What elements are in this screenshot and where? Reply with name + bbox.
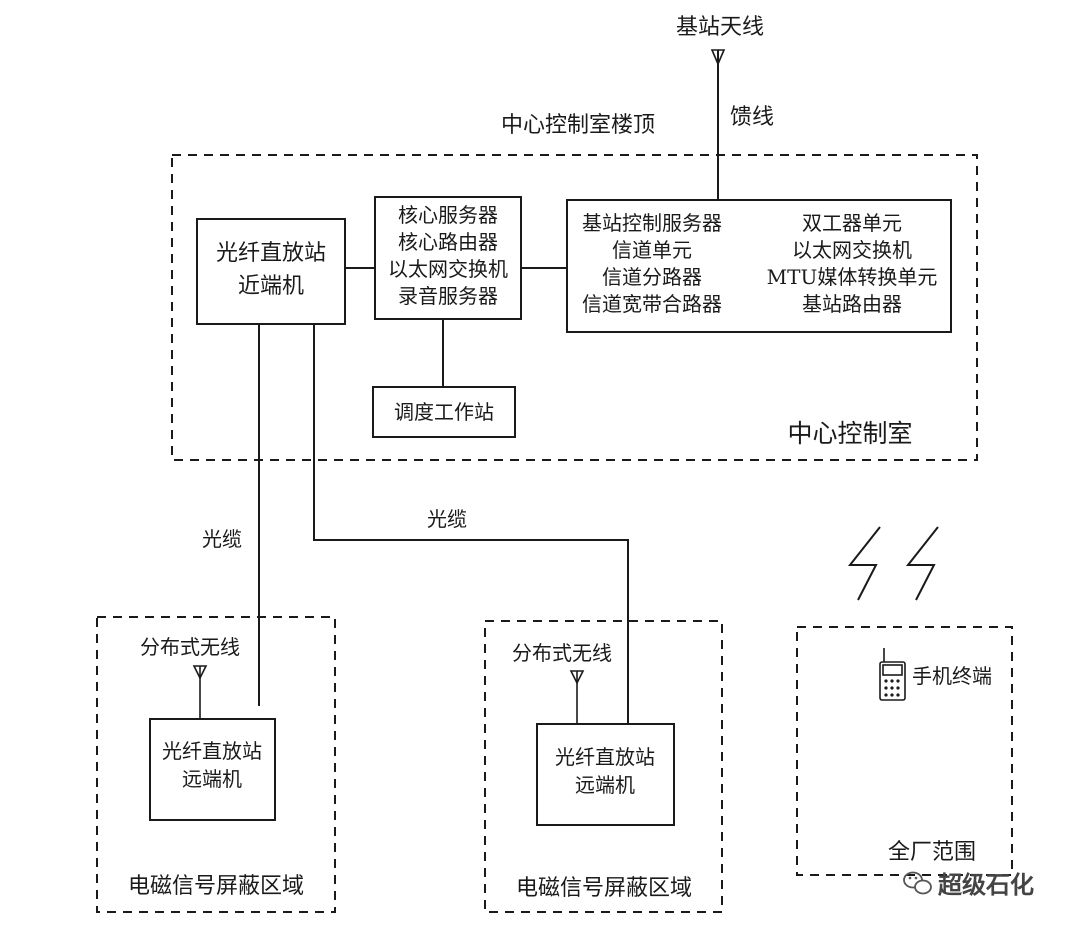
shield-zone-1 bbox=[96, 616, 336, 913]
optical-cable-mid bbox=[313, 324, 629, 724]
terminal-label: 手机终端 bbox=[912, 664, 992, 688]
bs-item-left: 信道单元 bbox=[612, 238, 692, 262]
repeater-far-box-2: 光纤直放站 远端机 bbox=[536, 723, 675, 826]
core-item: 录音服务器 bbox=[398, 284, 498, 308]
core-item: 核心服务器 bbox=[398, 203, 498, 227]
repeater-near-line1: 光纤直放站 bbox=[216, 241, 326, 266]
dispatch-station-box: 调度工作站 bbox=[372, 386, 516, 438]
zone-1-antenna-label: 分布式无线 bbox=[140, 635, 240, 659]
zone-2-repeater-line2: 远端机 bbox=[575, 773, 635, 797]
dispatch-station-label: 调度工作站 bbox=[394, 400, 494, 424]
bs-item-right: 以太网交换机 bbox=[792, 238, 912, 262]
repeater-near-box: 光纤直放站 近端机 bbox=[196, 218, 346, 325]
antenna-label: 基站天线 bbox=[676, 15, 764, 40]
zone-1-repeater-line2: 远端机 bbox=[182, 767, 242, 791]
base-station-antenna: 基站天线 馈线 bbox=[676, 15, 774, 200]
repeater-near-line2: 近端机 bbox=[238, 274, 304, 299]
core-item: 以太网交换机 bbox=[388, 257, 508, 281]
zone-2-repeater-line1: 光纤直放站 bbox=[555, 745, 655, 769]
bs-item-left: 基站控制服务器 bbox=[582, 211, 722, 235]
plant-range-label: 全厂范围 bbox=[888, 840, 976, 865]
rooftop-label: 中心控制室楼顶 bbox=[501, 113, 655, 138]
base-station-equipment-box: 基站控制服务器 信道单元 信道分路器 信道宽带合路器 双工器单元 以太网交换机 … bbox=[566, 199, 952, 333]
core-item: 核心路由器 bbox=[398, 230, 498, 254]
wechat-icon bbox=[903, 871, 932, 895]
zone-1-label: 电磁信号屏蔽区域 bbox=[128, 874, 304, 899]
watermark-text: 超级石化 bbox=[938, 871, 1034, 899]
cable-left-label: 光缆 bbox=[202, 527, 242, 551]
zone-2-label: 电磁信号屏蔽区域 bbox=[516, 876, 692, 901]
wireless-signal-icon bbox=[905, 526, 939, 601]
plant-range-zone bbox=[796, 626, 1013, 876]
bs-item-right: MTU媒体转换单元 bbox=[767, 265, 938, 289]
zone-1-repeater-line1: 光纤直放站 bbox=[162, 739, 262, 763]
shield-zone-2 bbox=[484, 620, 723, 913]
wireless-signal-icon bbox=[847, 526, 881, 601]
feeder-label: 馈线 bbox=[730, 105, 774, 130]
repeater-far-box-1: 光纤直放站 远端机 bbox=[149, 718, 276, 821]
bs-item-left: 信道宽带合路器 bbox=[582, 292, 722, 316]
control-room-zone bbox=[171, 154, 978, 461]
bs-item-right: 双工器单元 bbox=[802, 211, 902, 235]
control-room-label: 中心控制室 bbox=[787, 419, 912, 448]
cable-mid-label: 光缆 bbox=[427, 507, 467, 531]
bs-item-left: 信道分路器 bbox=[602, 265, 702, 289]
zone-2-antenna-label: 分布式无线 bbox=[512, 641, 612, 665]
bs-item-right: 基站路由器 bbox=[802, 292, 902, 316]
core-equipment-box: 核心服务器 核心路由器 以太网交换机 录音服务器 bbox=[374, 196, 522, 320]
mobile-phone-icon bbox=[879, 648, 906, 701]
